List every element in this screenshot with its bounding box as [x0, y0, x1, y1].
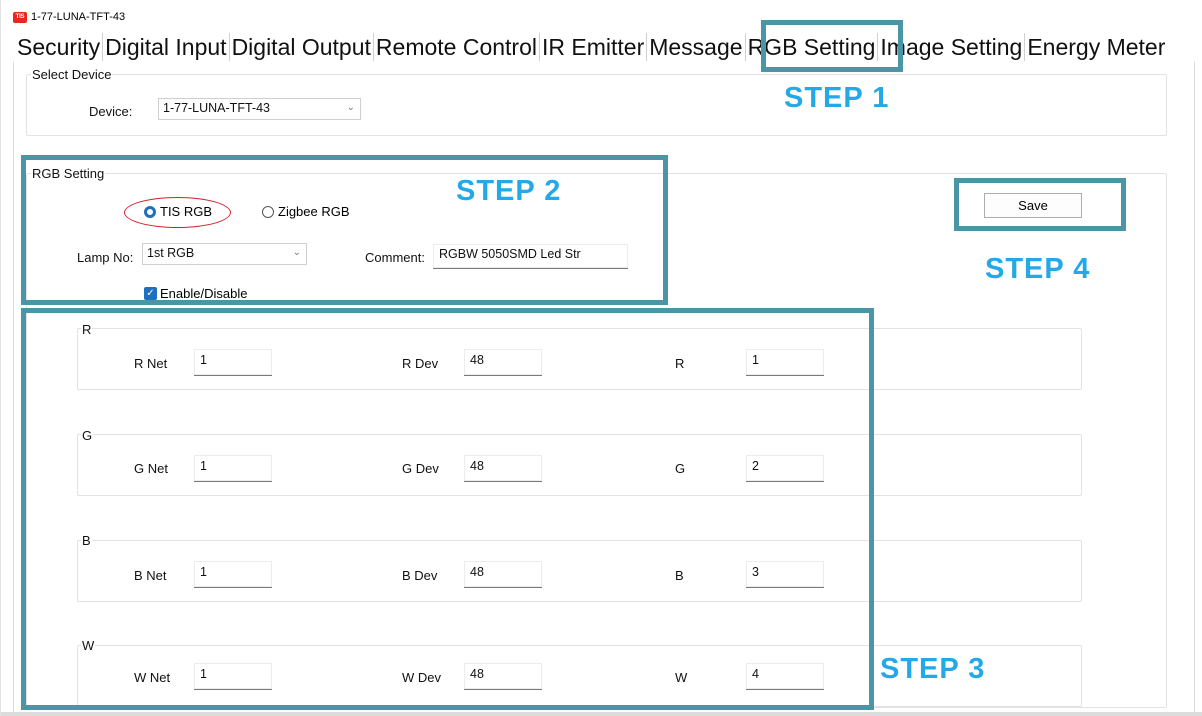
w-dev-field[interactable]: 48	[464, 663, 542, 690]
tab-remote-control[interactable]: Remote Control	[374, 33, 540, 61]
g-channel-group-label: G	[81, 428, 94, 443]
b-net-field[interactable]: 1	[194, 561, 272, 588]
app-logo-icon: TIS	[13, 11, 27, 23]
step2-highlight-box	[21, 155, 668, 305]
b-dev-field[interactable]: 48	[464, 561, 542, 588]
step4-label: STEP 4	[985, 253, 1091, 285]
g-channel-label: G	[675, 461, 686, 476]
r-dev-label: R Dev	[402, 356, 439, 371]
r-net-field[interactable]: 1	[194, 349, 272, 376]
w-channel-field[interactable]: 4	[746, 663, 824, 690]
g-dev-label: G Dev	[402, 461, 439, 476]
r-channel-group-label: R	[81, 322, 93, 337]
g-net-label: G Net	[134, 461, 168, 476]
window-title: 1-77-LUNA-TFT-43	[31, 11, 126, 23]
b-channel-field[interactable]: 3	[746, 561, 824, 588]
r-channel-field[interactable]: 1	[746, 349, 824, 376]
g-channel-field[interactable]: 2	[746, 455, 824, 482]
step3-highlight-box	[21, 308, 874, 710]
g-dev-field[interactable]: 48	[464, 455, 542, 482]
chevron-down-icon: ⌄	[292, 247, 301, 258]
tab-message[interactable]: Message	[647, 33, 746, 61]
checkmark-icon: ✓	[144, 287, 157, 300]
b-dev-label: B Dev	[402, 568, 438, 583]
tis-rgb-oval-highlight	[124, 197, 231, 228]
r-channel-group	[77, 328, 1082, 390]
lamp-no-label: Lamp No:	[77, 250, 134, 265]
window-bottom-edge	[1, 712, 1202, 716]
tab-panel	[13, 62, 1195, 712]
tab-ir-emitter[interactable]: IR Emitter	[540, 33, 648, 61]
save-button[interactable]: Save	[984, 193, 1082, 218]
enable-disable-label: Enable/Disable	[160, 286, 248, 301]
rgb-setting-group-label: RGB Setting	[31, 166, 106, 181]
device-label: Device:	[89, 104, 133, 119]
comment-field[interactable]: RGBW 5050SMD Led Str	[433, 244, 628, 269]
tab-strip: Security Digital Input Digital Output Re…	[15, 31, 1167, 61]
step1-label: STEP 1	[784, 82, 890, 114]
b-channel-group	[77, 540, 1082, 602]
step4-highlight-box	[954, 178, 1126, 231]
enable-disable-checkbox[interactable]: ✓ Enable/Disable	[144, 286, 247, 301]
tab-energy-meter[interactable]: Energy Meter	[1027, 34, 1166, 60]
w-dev-label: W Dev	[402, 670, 441, 685]
chevron-down-icon: ⌄	[346, 102, 355, 113]
zigbee-rgb-radio[interactable]: Zigbee RGB	[262, 204, 350, 219]
title-bar: TIS 1-77-LUNA-TFT-43	[13, 9, 125, 25]
step1-highlight-box	[761, 20, 903, 72]
w-channel-group-label: W	[81, 638, 96, 653]
tab-image-setting[interactable]: Image Setting	[878, 33, 1026, 61]
r-channel-label: R	[675, 356, 685, 371]
tab-rgb-setting[interactable]: RGB Setting	[746, 33, 879, 61]
lamp-no-value: 1st RGB	[147, 246, 195, 260]
tab-digital-output[interactable]: Digital Output	[230, 33, 374, 61]
lamp-no-dropdown[interactable]: 1st RGB ⌄	[142, 243, 307, 265]
w-net-field[interactable]: 1	[194, 663, 272, 690]
r-net-label: R Net	[134, 356, 168, 371]
b-channel-label: B	[675, 568, 684, 583]
step2-label: STEP 2	[456, 175, 562, 207]
zigbee-rgb-label: Zigbee RGB	[278, 204, 350, 219]
w-net-label: W Net	[134, 670, 171, 685]
tab-digital-input[interactable]: Digital Input	[103, 33, 230, 61]
g-net-field[interactable]: 1	[194, 455, 272, 482]
b-channel-group-label: B	[81, 533, 92, 548]
device-dropdown-value: 1-77-LUNA-TFT-43	[163, 101, 270, 115]
select-device-group	[26, 74, 1167, 136]
device-dropdown[interactable]: 1-77-LUNA-TFT-43 ⌄	[158, 98, 361, 120]
w-channel-label: W	[675, 670, 688, 685]
radio-unselected-icon	[262, 205, 274, 218]
g-channel-group	[77, 434, 1082, 496]
b-net-label: B Net	[134, 568, 167, 583]
r-dev-field[interactable]: 48	[464, 349, 542, 376]
select-device-group-label: Select Device	[31, 67, 113, 82]
comment-label: Comment:	[365, 250, 425, 265]
step3-label: STEP 3	[880, 653, 986, 685]
tab-security[interactable]: Security	[15, 33, 104, 61]
